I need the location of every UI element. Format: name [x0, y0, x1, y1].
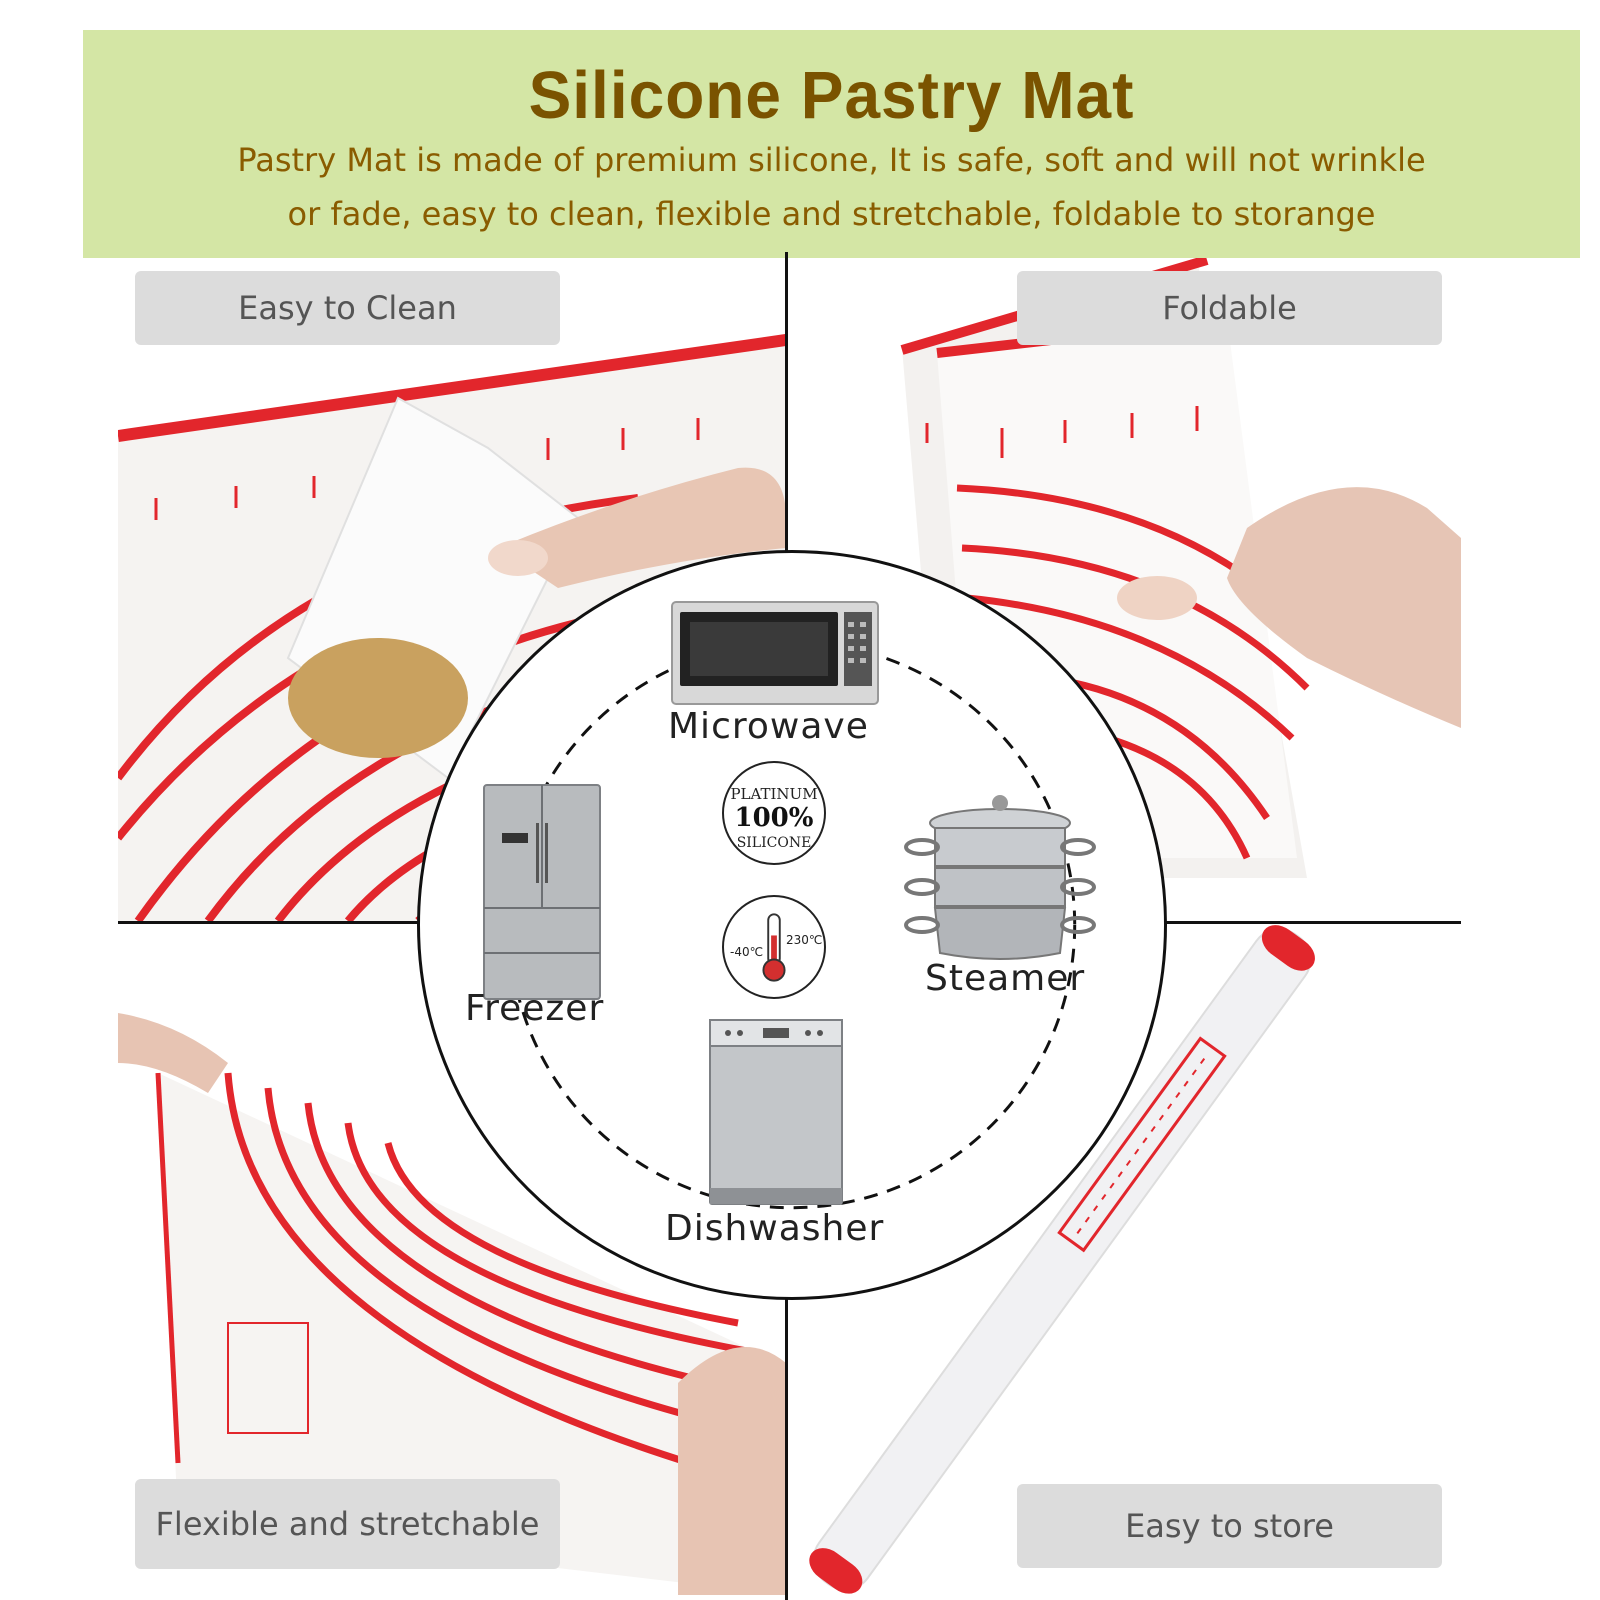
thermometer-icon [762, 913, 786, 982]
feature-label-flexible-stretchable: Flexible and stretchable [135, 1479, 560, 1569]
badge-top-text: PLATINUM [730, 785, 818, 803]
microwave-label: Microwave [668, 706, 869, 747]
dishwasher-label: Dishwasher [665, 1208, 885, 1249]
temperature-range-badge: -40℃ 230℃ [722, 895, 826, 999]
divider-vertical-bottom [785, 1295, 788, 1600]
feature-label-easy-to-store: Easy to store [1017, 1484, 1442, 1568]
temperature-high: 230℃ [786, 933, 823, 947]
feature-label-easy-to-clean: Easy to Clean [135, 271, 560, 345]
microwave-icon [670, 598, 880, 708]
page-subtitle: Pastry Mat is made of premium silicone, … [143, 133, 1520, 241]
divider-vertical-top [785, 252, 788, 552]
badge-percent-text: 100% [734, 803, 814, 833]
feature-label-foldable: Foldable [1017, 271, 1442, 345]
temperature-low: -40℃ [730, 945, 764, 959]
page-title: Silicone Pastry Mat [528, 57, 1135, 133]
subtitle-line-1: Pastry Mat is made of premium silicone, … [237, 141, 1426, 179]
divider-horizontal-left [118, 921, 418, 924]
steamer-label: Steamer [925, 958, 1086, 999]
divider-horizontal-right [1165, 921, 1461, 924]
freezer-icon [482, 783, 602, 1003]
freezer-label: Freezer [465, 988, 605, 1029]
platinum-silicone-badge: PLATINUM 100% SILICONE [722, 761, 826, 865]
header-banner: Silicone Pastry Mat Pastry Mat is made o… [83, 30, 1580, 258]
subtitle-line-2: or fade, easy to clean, flexible and str… [287, 195, 1376, 233]
appliance-compatibility-circle: Microwave Freezer Steamer [417, 550, 1167, 1300]
dishwasher-icon [708, 1018, 844, 1206]
badge-bottom-text: SILICONE [736, 835, 812, 851]
steamer-icon [900, 783, 1100, 963]
